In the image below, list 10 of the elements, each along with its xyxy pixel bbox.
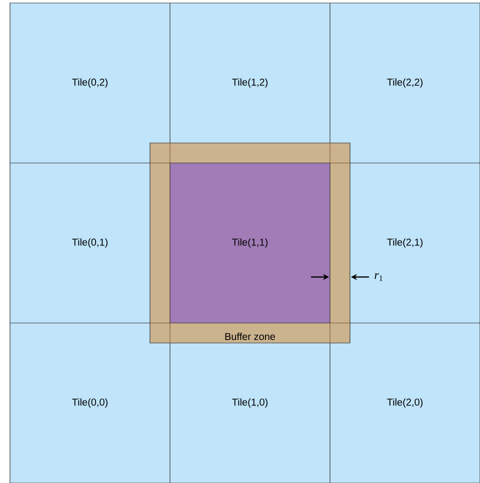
tile-label: Tile(0,0) [72, 398, 108, 408]
tile-label: Tile(2,2) [387, 78, 423, 88]
tile-label: Tile(0,2) [72, 78, 108, 88]
tile-label: Tile(2,0) [387, 398, 423, 408]
tile: Tile(1,1) [170, 162, 330, 324]
tile-label: Tile(1,0) [232, 398, 268, 408]
tile-label: Tile(0,1) [72, 238, 108, 248]
dimension-label: r$_{1}$ [374, 273, 382, 281]
tile-label: Tile(2,1) [387, 238, 423, 248]
tile-label: Tile(1,2) [232, 78, 268, 88]
